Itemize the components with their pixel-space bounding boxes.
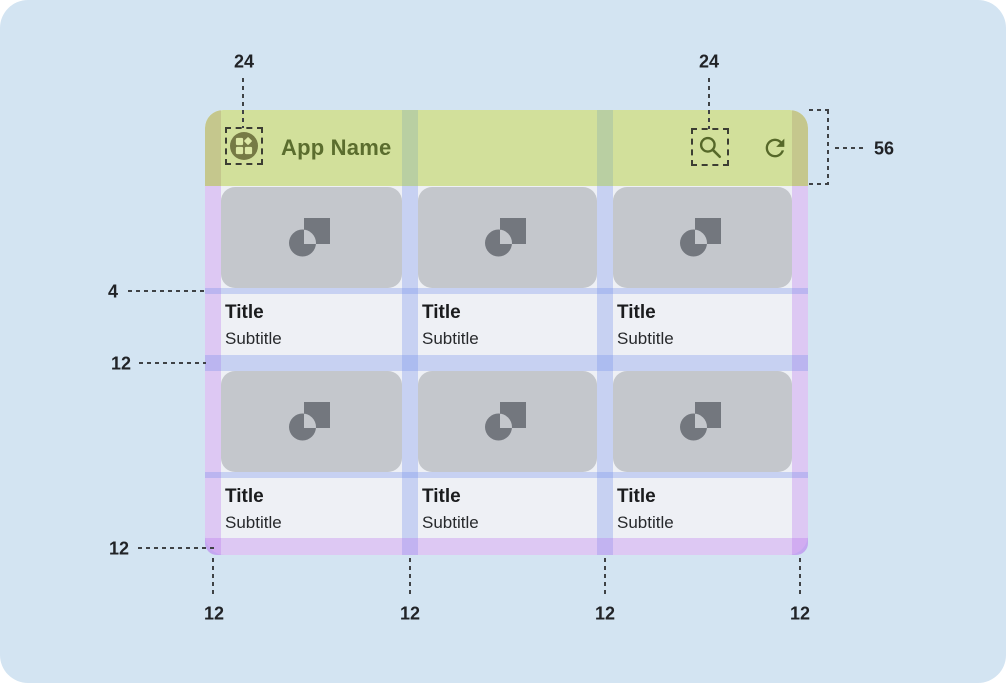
bottom-margin-keyline bbox=[205, 538, 808, 555]
card-image[interactable] bbox=[418, 187, 597, 288]
app-launcher-icon[interactable] bbox=[230, 132, 258, 160]
card-subtitle: Subtitle bbox=[617, 513, 674, 532]
measure-label-appbar-height: 56 bbox=[873, 138, 895, 159]
gutter-keyline bbox=[402, 186, 418, 555]
card-subtitle: Subtitle bbox=[422, 329, 479, 348]
measure-line bbox=[835, 147, 863, 149]
card-image[interactable] bbox=[613, 371, 792, 472]
right-margin-keyline bbox=[792, 186, 808, 555]
card-title: Title bbox=[225, 302, 264, 323]
card-image[interactable] bbox=[418, 371, 597, 472]
card-image[interactable] bbox=[613, 187, 792, 288]
image-placeholder-icon bbox=[288, 217, 330, 256]
measure-label-col: 12 bbox=[203, 603, 225, 624]
image-placeholder-icon bbox=[484, 217, 526, 256]
measure-label-icon-margin: 24 bbox=[233, 51, 255, 72]
card-subtitle: Subtitle bbox=[225, 329, 282, 348]
card-title: Title bbox=[422, 486, 461, 507]
app-title: App Name bbox=[281, 135, 392, 160]
measure-tick bbox=[809, 109, 829, 111]
image-placeholder-icon bbox=[679, 217, 721, 256]
card-subtitle: Subtitle bbox=[617, 329, 674, 348]
measure-line bbox=[708, 78, 710, 129]
right-margin-keyline bbox=[792, 110, 808, 186]
measure-label-col: 12 bbox=[594, 603, 616, 624]
gutter-keyline bbox=[597, 186, 613, 555]
card-image[interactable] bbox=[221, 371, 402, 472]
measure-label-row-gutter: 12 bbox=[110, 353, 132, 374]
measure-line bbox=[242, 78, 244, 128]
measure-label-search-margin: 24 bbox=[698, 51, 720, 72]
measure-line bbox=[212, 558, 214, 598]
measure-line bbox=[827, 110, 829, 184]
image-placeholder-icon bbox=[288, 401, 330, 440]
image-text-gap-keyline bbox=[205, 288, 808, 294]
card-text-block[interactable]: Title Subtitle bbox=[418, 294, 597, 355]
search-measure-box bbox=[691, 128, 729, 166]
card-text-block[interactable]: Title Subtitle bbox=[613, 478, 792, 538]
measure-label-col: 12 bbox=[399, 603, 421, 624]
measure-label-col: 12 bbox=[789, 603, 811, 624]
image-placeholder-icon bbox=[679, 401, 721, 440]
measure-line bbox=[128, 290, 206, 292]
row-gutter-keyline bbox=[205, 355, 808, 371]
measure-line bbox=[139, 362, 206, 364]
card-image[interactable] bbox=[221, 187, 402, 288]
image-text-gap-keyline bbox=[205, 472, 808, 478]
gutter-keyline bbox=[402, 110, 418, 186]
card-title: Title bbox=[617, 302, 656, 323]
measure-line bbox=[138, 547, 214, 549]
left-margin-keyline bbox=[205, 186, 221, 555]
card-title: Title bbox=[617, 486, 656, 507]
image-placeholder-icon bbox=[484, 401, 526, 440]
card-subtitle: Subtitle bbox=[422, 513, 479, 532]
card-text-block[interactable]: Title Subtitle bbox=[613, 294, 792, 355]
search-icon[interactable] bbox=[697, 134, 723, 160]
gutter-keyline bbox=[597, 110, 613, 186]
card-text-block[interactable]: Title Subtitle bbox=[221, 294, 402, 355]
measure-label-image-text-gap: 4 bbox=[107, 281, 119, 302]
app-icon-measure-box bbox=[225, 127, 263, 165]
measure-line bbox=[409, 558, 411, 598]
app-mockup: Title Subtitle Title Subtitle Title Subt… bbox=[205, 110, 808, 555]
card-title: Title bbox=[225, 486, 264, 507]
measure-line bbox=[604, 558, 606, 598]
left-margin-keyline bbox=[205, 110, 221, 186]
card-subtitle: Subtitle bbox=[225, 513, 282, 532]
measure-line bbox=[799, 558, 801, 598]
card-title: Title bbox=[422, 302, 461, 323]
card-text-block[interactable]: Title Subtitle bbox=[221, 478, 402, 538]
top-app-bar: App Name bbox=[205, 110, 808, 186]
dashboard-glyph bbox=[235, 137, 253, 155]
refresh-icon[interactable] bbox=[761, 134, 789, 162]
card-text-block[interactable]: Title Subtitle bbox=[418, 478, 597, 538]
measure-label-bottom-margin: 12 bbox=[108, 538, 130, 559]
measure-tick bbox=[809, 183, 829, 185]
